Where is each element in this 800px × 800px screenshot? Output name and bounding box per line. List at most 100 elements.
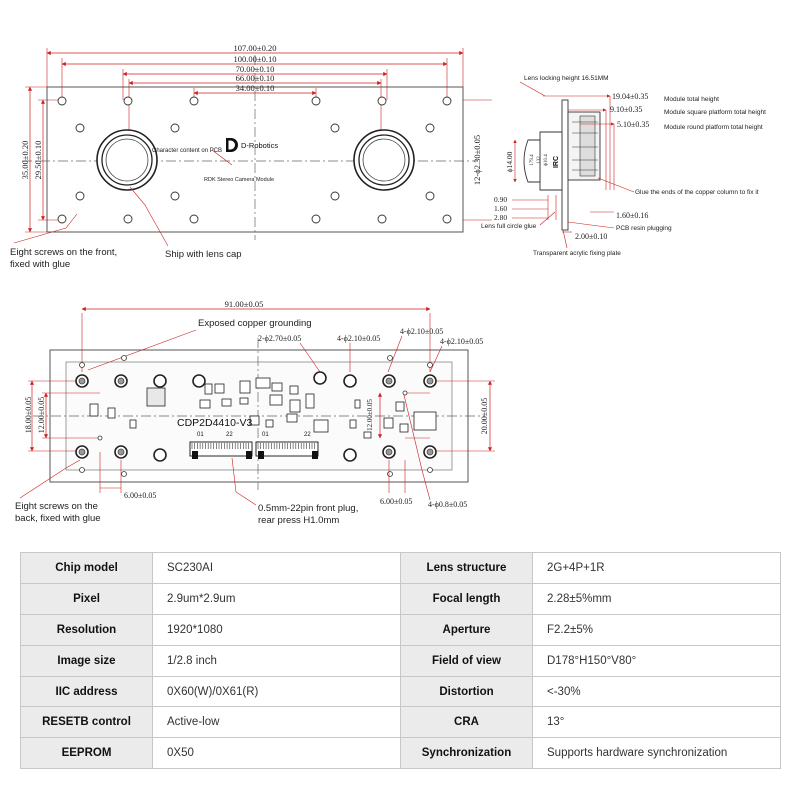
dim-width-100: 100.00±0.10: [234, 54, 277, 64]
spec-value: 2G+4P+1R: [532, 552, 781, 584]
dim-160: 1.60: [494, 204, 507, 213]
dim-width-70: 70.00±0.10: [236, 64, 275, 74]
top-view: 107.00±0.20 100.00±0.10 70.00±0.10 66.00…: [10, 43, 492, 270]
spec-value: 0X50: [152, 737, 401, 770]
spec-key: Lens structure: [400, 552, 533, 584]
module-text: RDK Stereo Camera Module: [204, 177, 274, 183]
dim-width-66: 66.00±0.10: [236, 73, 275, 83]
pin01-b: 01: [262, 432, 269, 438]
note-lens-cap: Ship with lens cap: [165, 249, 242, 260]
dim-width-107: 107.00±0.20: [234, 43, 277, 53]
pcb-text-label: Character content on PCB: [152, 148, 222, 154]
spec-value: 2.9um*2.9um: [152, 582, 401, 615]
right-lens: [353, 129, 415, 191]
spec-value: 0X60(W)/0X61(R): [152, 675, 401, 708]
spec-value: F2.2±5%: [532, 613, 781, 646]
dim-width-34: 34.00±0.10: [236, 83, 275, 93]
dim-12-right: 12.00±0.05: [366, 399, 374, 431]
spec-key: Image size: [20, 644, 153, 677]
dim-179: 179.4: [530, 154, 535, 166]
spec-key: Field of view: [400, 644, 533, 677]
dim-132: 132: [537, 156, 542, 164]
table-row: EEPROM 0X50 Synchronization Supports har…: [20, 737, 781, 770]
note-screws-back-2: back, fixed with glue: [15, 513, 101, 524]
dim-160-016: 1.60±0.16: [616, 211, 648, 220]
pcb-plate: [561, 99, 569, 231]
spec-key: Pixel: [20, 582, 153, 615]
spec-key: Chip model: [20, 552, 153, 584]
dim-holes-12: 12-ϕ2.30±0.05: [472, 135, 482, 185]
spec-key: Resolution: [20, 613, 153, 646]
lens-locking-height: Lens locking height 16.51MM: [524, 75, 609, 82]
spec-value: Active-low: [152, 706, 401, 739]
irc-text: IRC: [553, 156, 560, 168]
hole-270-label: 2-ϕ2.70±0.05: [258, 334, 301, 343]
spec-key: Distortion: [400, 675, 533, 708]
spec-value: 1920*1080: [152, 613, 401, 646]
dim-square-platform: 9.10±0.35: [610, 105, 642, 114]
dim-280: 2.80: [494, 213, 507, 222]
back-view: Exposed copper grounding 91.00±0.05 2-ϕ2…: [15, 299, 495, 526]
table-row: Resolution 1920*1080 Aperture F2.2±5%: [20, 613, 781, 646]
dim-total-height: 19.04±0.35: [612, 92, 648, 101]
table-row: IIC address 0X60(W)/0X61(R) Distortion <…: [20, 675, 781, 708]
lens-circle-glue: Lens full circle glue: [481, 223, 537, 230]
pcb-resin-label: PCB resin plugging: [616, 225, 672, 232]
spec-value: D178°H150°V80°: [532, 644, 781, 677]
dim-6-right: 6.00±0.05: [380, 497, 412, 506]
note-screws-back-1: Eight screws on the: [15, 501, 98, 512]
spec-key: Aperture: [400, 613, 533, 646]
dim-20: 20.00±0.05: [480, 398, 489, 434]
hole-210-a-label: 4-ϕ2.10±0.05: [337, 334, 380, 343]
spec-value: 1/2.8 inch: [152, 644, 401, 677]
pin01-a: 01: [197, 432, 204, 438]
dim-104: ϕ10.4: [544, 154, 549, 166]
pin22-b: 22: [304, 432, 311, 438]
spec-value: <-30%: [532, 675, 781, 708]
hole-08-label: 4-ϕ0.8±0.05: [428, 500, 467, 509]
note-screws-front-2: fixed with glue: [10, 259, 70, 270]
spec-key: CRA: [400, 706, 533, 739]
spec-key: Focal length: [400, 582, 533, 615]
label-round-platform: Module round platform total height: [664, 124, 763, 131]
spec-key: EEPROM: [20, 737, 153, 770]
side-view: Lens locking height 16.51MM IRC ϕ14.00 1…: [481, 75, 766, 257]
acrylic-plate-label: Transparent acrylic fixing plate: [533, 250, 621, 257]
hole-210-c-label: 4-ϕ2.10±0.05: [440, 337, 483, 346]
spec-value: 13°: [532, 706, 781, 739]
dim-18: 18.00±0.05: [24, 397, 33, 433]
table-row: RESETB control Active-low CRA 13°: [20, 706, 781, 739]
dim-width-91: 91.00±0.05: [225, 299, 264, 309]
dim-height-29: 29.50±0.10: [33, 141, 43, 180]
spec-table: Chip model SC230AI Lens structure 2G+4P+…: [20, 552, 781, 770]
dim-height-35: 35.00±0.20: [20, 141, 30, 180]
spec-key: IIC address: [20, 675, 153, 708]
spec-value: SC230AI: [152, 552, 401, 584]
label-square-platform: Module square platform total height: [664, 109, 766, 116]
dim-d14: ϕ14.00: [505, 151, 514, 172]
top-mounting-holes: [57, 96, 452, 224]
hole-210-b-label: 4-ϕ2.10±0.05: [400, 327, 443, 336]
back-screws: [75, 355, 437, 477]
glue-copper-label: Glue the ends of the copper column to fi…: [635, 189, 759, 196]
fpc-connectors: [189, 441, 319, 459]
dim-090: 0.90: [494, 195, 507, 204]
label-total-height: Module total height: [664, 96, 719, 103]
dim-6-left: 6.00±0.05: [124, 491, 156, 500]
spec-value: Supports hardware synchronization: [532, 737, 781, 770]
spec-key: Synchronization: [400, 737, 533, 770]
board-name: CDP2D4410-V3: [177, 417, 252, 429]
note-plug-1: 0.5mm-22pin front plug,: [258, 503, 358, 514]
left-lens: [96, 129, 158, 191]
dim-12-left: 12.00±0.05: [37, 397, 46, 433]
pin22-a: 22: [226, 432, 233, 438]
mechanical-drawing: 107.00±0.20 100.00±0.10 70.00±0.10 66.00…: [10, 43, 766, 526]
note-screws-front-1: Eight screws on the front,: [10, 247, 117, 258]
spec-value: 2.28±5%mm: [532, 582, 781, 615]
table-row: Chip model SC230AI Lens structure 2G+4P+…: [20, 552, 781, 584]
dim-200: 2.00±0.10: [575, 232, 607, 241]
copper-grounding-label: Exposed copper grounding: [198, 318, 312, 329]
logo-text: D-Robotics: [241, 141, 278, 150]
dim-round-platform: 5.10±0.35: [617, 120, 649, 129]
drobotics-logo-icon: [226, 138, 238, 152]
